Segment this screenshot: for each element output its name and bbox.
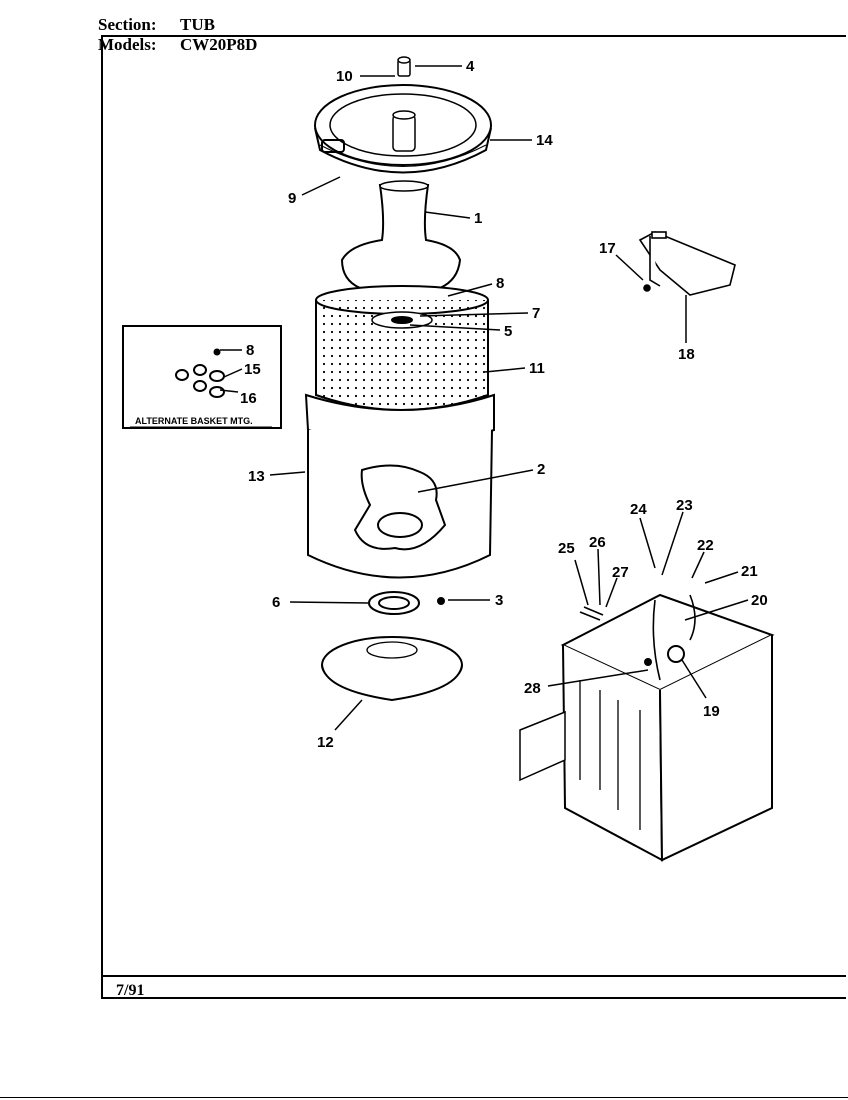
page-bottom-rule bbox=[0, 1097, 848, 1098]
inset-caption: ALTERNATE BASKET MTG. bbox=[135, 416, 253, 426]
callout-2: 2 bbox=[537, 461, 545, 478]
bottom-plate bbox=[321, 636, 463, 702]
callout-18: 18 bbox=[678, 346, 695, 363]
callout-14: 14 bbox=[536, 132, 553, 149]
callout-25: 25 bbox=[558, 540, 575, 557]
callout-6: 6 bbox=[272, 594, 280, 611]
bracket bbox=[638, 231, 736, 296]
callout-20: 20 bbox=[751, 592, 768, 609]
callout-19: 19 bbox=[703, 703, 720, 720]
models-value: CW20P8D bbox=[180, 35, 258, 54]
callout-7: 7 bbox=[532, 305, 540, 322]
callout-17: 17 bbox=[599, 240, 616, 257]
models-label: Models: bbox=[98, 35, 157, 54]
inset-callout-8: 8 bbox=[246, 342, 254, 359]
callout-26: 26 bbox=[589, 534, 606, 551]
basket bbox=[315, 285, 489, 411]
callout-13: 13 bbox=[248, 468, 265, 485]
callout-1: 1 bbox=[474, 210, 482, 227]
callout-10: 10 bbox=[336, 68, 353, 85]
callout-23: 23 bbox=[676, 497, 693, 514]
inset-box bbox=[122, 325, 282, 429]
leader-lines bbox=[219, 65, 749, 731]
callout-22: 22 bbox=[697, 537, 714, 554]
footer-date: 7/91 bbox=[116, 982, 145, 999]
diagram-frame bbox=[101, 35, 846, 999]
callout-9: 9 bbox=[288, 190, 296, 207]
footer-rule bbox=[101, 975, 846, 977]
inset-callout-15: 15 bbox=[244, 361, 261, 378]
callout-4: 4 bbox=[466, 58, 475, 75]
callout-12: 12 bbox=[317, 734, 334, 751]
callout-24: 24 bbox=[630, 501, 647, 518]
agitator bbox=[340, 180, 462, 289]
agitator-cap bbox=[392, 56, 416, 152]
hoses bbox=[579, 594, 696, 681]
section-label: Section: bbox=[98, 15, 157, 34]
cabinet bbox=[519, 593, 775, 862]
callout-27: 27 bbox=[612, 564, 629, 581]
tub-ring bbox=[314, 84, 492, 174]
callout-11: 11 bbox=[529, 360, 545, 377]
callout-5: 5 bbox=[504, 323, 512, 340]
seal-ring bbox=[368, 591, 445, 615]
callout-21: 21 bbox=[741, 563, 758, 580]
outer-tub bbox=[304, 393, 495, 579]
callout-3: 3 bbox=[495, 592, 503, 609]
inset-callout-16: 16 bbox=[240, 390, 257, 407]
section-value: TUB bbox=[180, 15, 215, 34]
callout-8: 8 bbox=[496, 275, 504, 292]
callout-28: 28 bbox=[524, 680, 541, 697]
